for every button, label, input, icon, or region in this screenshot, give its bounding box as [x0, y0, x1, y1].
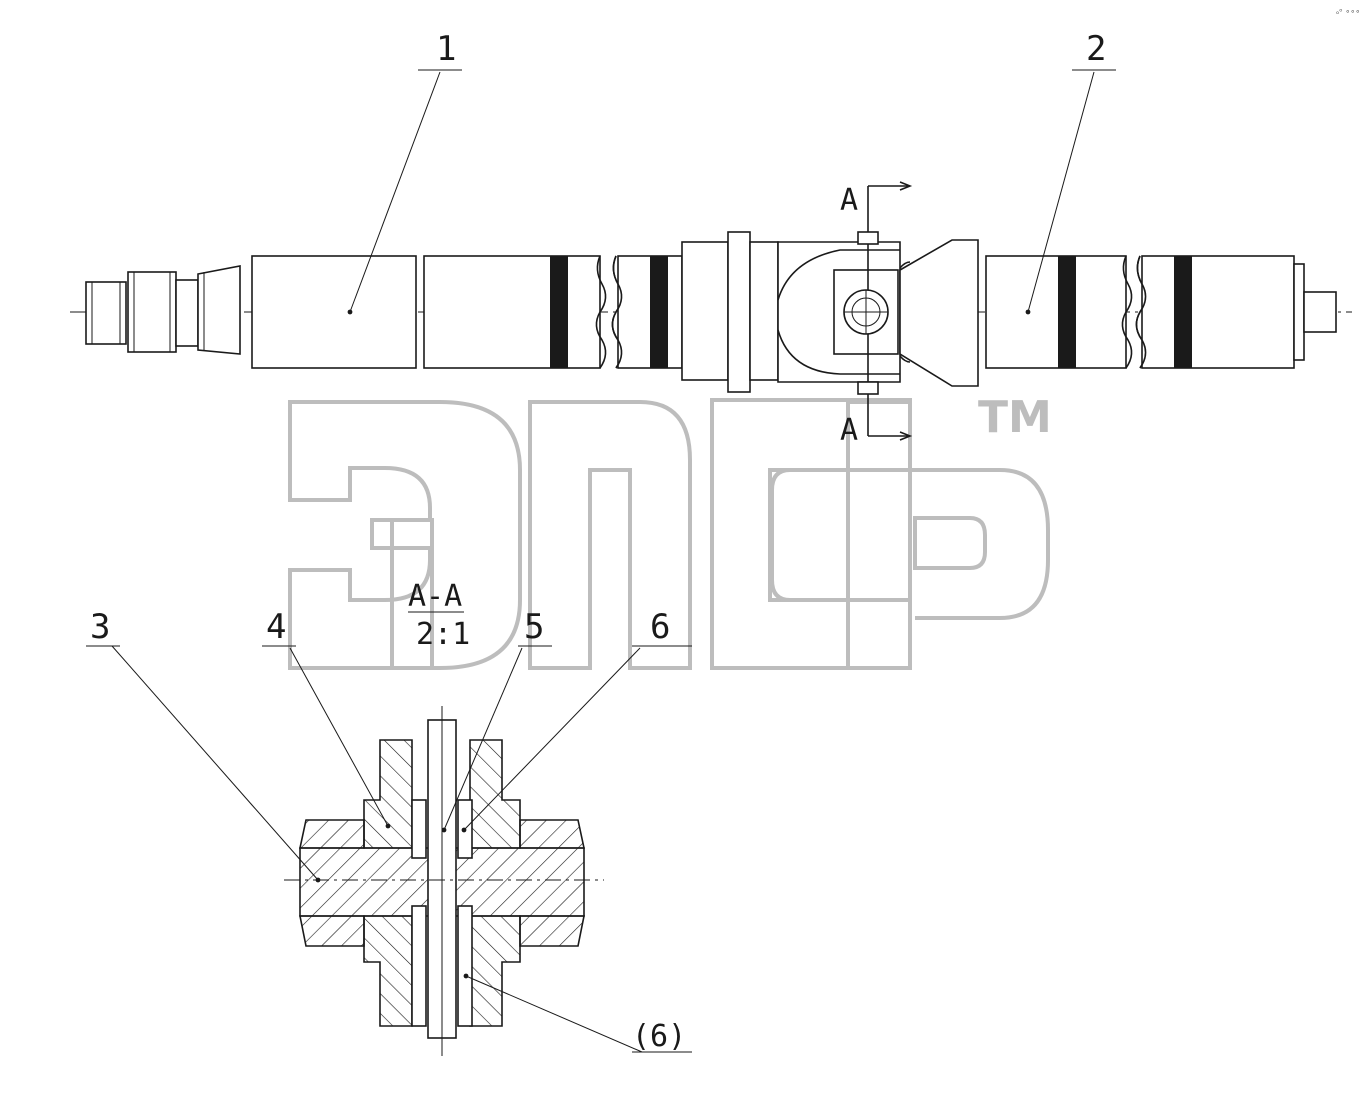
watermark-logo: TM [288, 392, 1052, 670]
section-scale: 2:1 [416, 617, 470, 652]
callout-3: 3 [90, 607, 110, 647]
trademark-sign: TM [978, 392, 1052, 443]
section-view-a-a [86, 645, 692, 1056]
callout-2: 2 [1086, 29, 1106, 69]
callout-4: 4 [266, 607, 286, 647]
callout-6: 6 [650, 607, 670, 647]
callout-6-repeat: (6) [632, 1019, 686, 1054]
callout-5: 5 [524, 607, 544, 647]
corner-mark: ₒᵒ ∘∘∘ [1336, 7, 1360, 16]
shaft-assembly [70, 69, 1352, 441]
section-title: A-A [408, 579, 462, 614]
callout-1: 1 [436, 29, 456, 69]
section-marker-top: A [840, 183, 858, 218]
section-marker-bottom: A [840, 413, 858, 448]
